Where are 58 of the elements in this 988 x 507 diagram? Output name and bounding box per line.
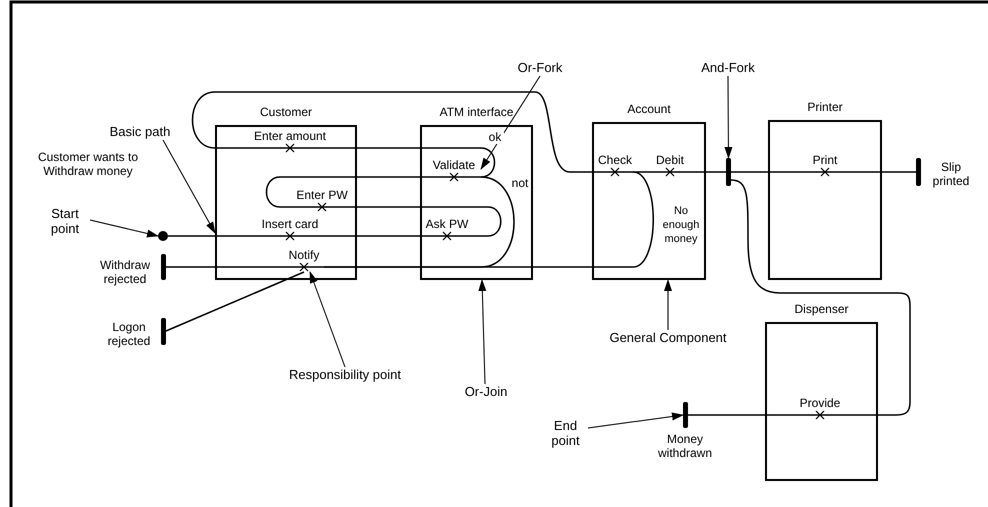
annotation-text: Or-Join bbox=[456, 384, 516, 400]
leader-arrow bbox=[162, 140, 216, 234]
component-name: Dispenser bbox=[793, 302, 850, 316]
annotation-text: Responsibility point bbox=[280, 367, 410, 383]
responsibility-label: Debit bbox=[654, 153, 685, 167]
end-bar bbox=[683, 402, 688, 428]
path-line bbox=[168, 235, 245, 237]
end-point-label: Slip printed bbox=[932, 160, 970, 188]
path-line bbox=[335, 235, 422, 237]
path-label: not bbox=[509, 176, 531, 190]
start-point bbox=[158, 231, 168, 241]
path-line bbox=[166, 271, 304, 332]
path-line bbox=[687, 171, 726, 173]
annotation-text: End point bbox=[543, 418, 588, 450]
responsibility-label: Enter amount bbox=[252, 129, 328, 143]
path-line bbox=[731, 171, 808, 173]
responsibility-label: Notify bbox=[288, 248, 320, 262]
leader-arrow bbox=[588, 412, 684, 428]
component-name: Customer bbox=[258, 105, 313, 119]
path-line bbox=[192, 91, 597, 173]
path-line bbox=[356, 206, 502, 237]
responsibility-label: Enter PW bbox=[295, 188, 349, 202]
path-line bbox=[842, 171, 916, 173]
component-name: ATM interface bbox=[438, 105, 514, 119]
path-line bbox=[335, 147, 496, 178]
responsibility-label: Validate bbox=[432, 158, 476, 172]
path-label: ok bbox=[486, 130, 504, 144]
path-line bbox=[166, 266, 284, 268]
end-bar bbox=[916, 158, 921, 186]
end-bar bbox=[161, 318, 166, 345]
annotation-text: General Component bbox=[598, 330, 738, 346]
end-point-label: Logon rejected bbox=[106, 320, 152, 348]
component-name: Account bbox=[626, 102, 672, 116]
fork-bar bbox=[726, 158, 731, 186]
leader-arrow bbox=[480, 76, 540, 170]
path-line bbox=[266, 176, 427, 208]
path-line bbox=[688, 414, 795, 416]
component-name: Printer bbox=[806, 100, 844, 114]
path-line bbox=[730, 179, 911, 416]
leader-arrow bbox=[478, 279, 486, 384]
responsibility-label: Insert card bbox=[260, 217, 320, 231]
leader-arrow bbox=[310, 271, 346, 368]
end-point-label: Money withdrawn bbox=[656, 432, 714, 460]
path-line bbox=[324, 171, 654, 268]
end-bar bbox=[161, 254, 166, 280]
annotation-text: Start point bbox=[40, 206, 90, 238]
responsibility-label: Provide bbox=[798, 396, 842, 410]
responsibility-label: Check bbox=[597, 153, 633, 167]
responsibility-label: Ask PW bbox=[424, 217, 470, 231]
annotation-text: Or-Fork bbox=[510, 60, 570, 76]
leader-arrow bbox=[90, 220, 159, 238]
annotation-text: And-Fork bbox=[695, 60, 761, 76]
leader-arrow bbox=[724, 76, 732, 159]
end-point-label: Withdraw rejected bbox=[98, 258, 151, 286]
responsibility-label: Print bbox=[812, 153, 838, 167]
annotation-text: Basic path bbox=[105, 124, 175, 140]
start-condition-label: Customer wants to Withdraw money bbox=[36, 150, 140, 178]
leader-arrow bbox=[664, 279, 672, 330]
